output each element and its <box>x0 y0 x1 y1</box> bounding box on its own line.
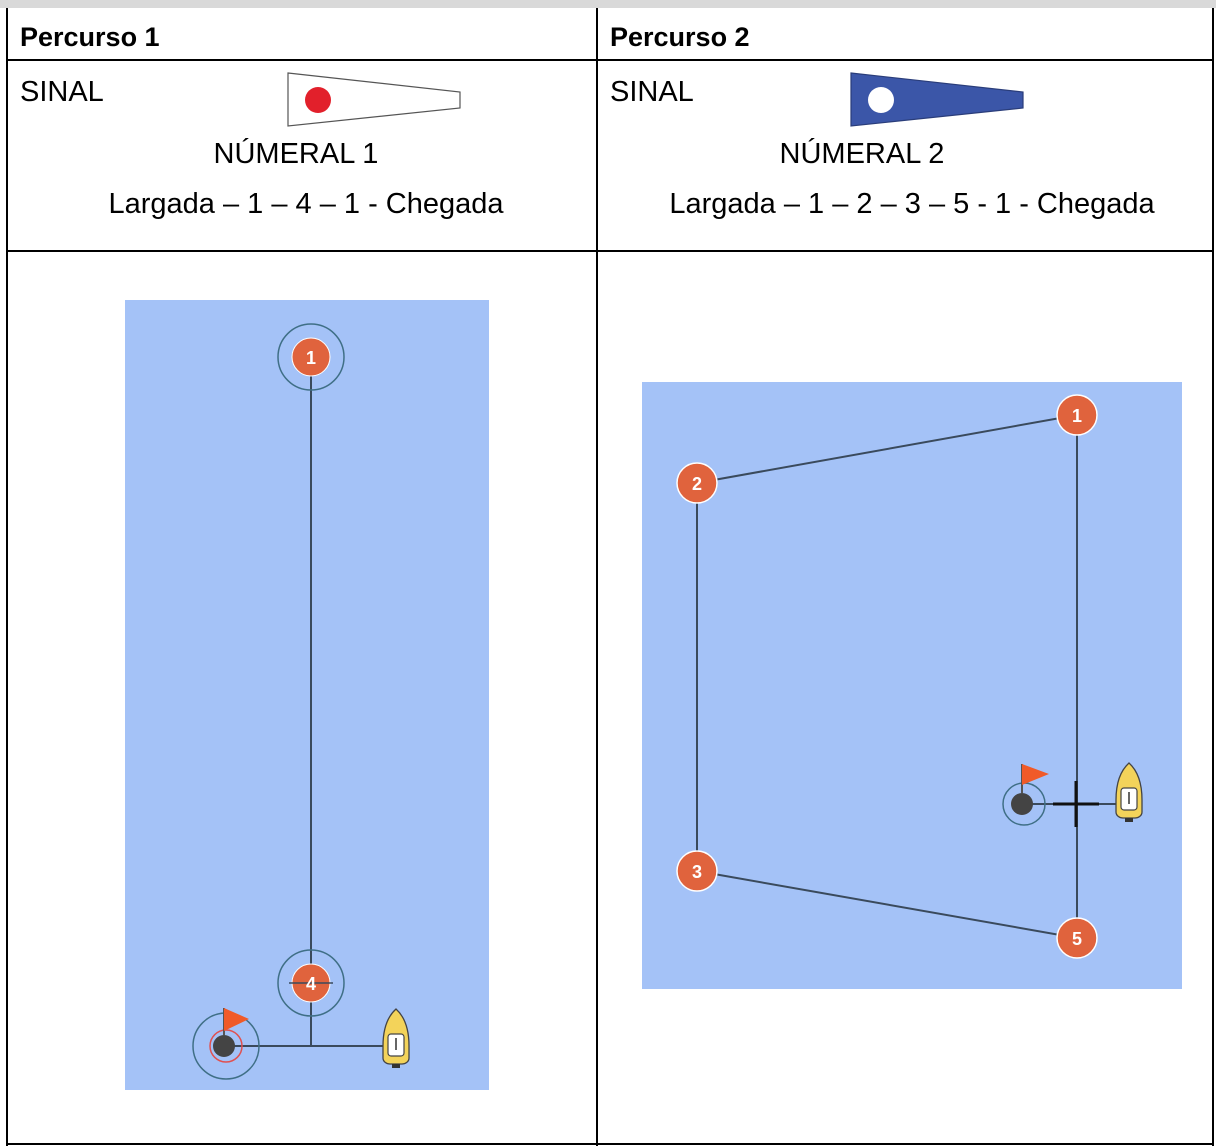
course-2-signal-label: SINAL <box>610 76 694 108</box>
water-area <box>125 300 489 1090</box>
course-2-numeral: NÚMERAL 2 <box>779 138 945 170</box>
table-rule-header <box>6 59 1214 61</box>
course-2-diagram: 1 2 3 5 <box>642 382 1182 989</box>
mark-2-label: 2 <box>692 474 702 494</box>
mark-1: 1 <box>1056 394 1098 436</box>
mark-5: 5 <box>1056 917 1098 959</box>
leg-3-5 <box>696 870 1078 939</box>
mark-4-label: 4 <box>306 974 316 994</box>
flag-icon <box>1022 764 1049 785</box>
mark-1-label: 1 <box>1072 406 1082 426</box>
crosshair-icon <box>1053 781 1099 827</box>
flag-icon <box>224 1008 249 1031</box>
table-border-left <box>6 8 8 1146</box>
course-1-diagram: 1 4 <box>125 300 489 1090</box>
pennant-shape <box>287 72 461 127</box>
course-2-route: Largada – 1 – 2 – 3 – 5 - 1 - Chegada <box>669 188 1155 220</box>
course-1-route: Largada – 1 – 4 – 1 - Chegada <box>108 188 504 220</box>
committee-boat-icon <box>382 1008 410 1068</box>
top-bar <box>0 0 1216 8</box>
pennant-shape <box>850 72 1024 127</box>
start-pin-with-flag <box>1002 764 1049 826</box>
course-1-header: Percurso 1 <box>20 22 160 52</box>
leg-1-2 <box>696 414 1078 484</box>
pennant-white-dot <box>868 87 894 113</box>
mark-3: 3 <box>676 850 718 892</box>
mark-1: 1 <box>277 323 345 391</box>
pennant-red-dot <box>305 87 331 113</box>
committee-boat-icon <box>1115 762 1143 822</box>
start-pin-with-flag <box>192 1008 260 1080</box>
table-border-right <box>1212 8 1214 1146</box>
course-1-signal-label: SINAL <box>20 76 104 108</box>
numeral-2-pennant-flag <box>850 72 1024 127</box>
water-area <box>642 382 1182 989</box>
mark-3-label: 3 <box>692 862 702 882</box>
table-border-bottom <box>6 1143 1214 1145</box>
course-2-header: Percurso 2 <box>610 22 750 52</box>
table-rule-signal <box>6 250 1214 252</box>
mark-2: 2 <box>676 462 718 504</box>
mark-1-label: 1 <box>306 348 316 368</box>
numeral-1-pennant-flag <box>287 72 461 127</box>
table-border-middle <box>596 8 598 1146</box>
course-1-numeral: NÚMERAL 1 <box>213 138 379 170</box>
mark-5-label: 5 <box>1072 929 1082 949</box>
mark-4: 4 <box>277 949 345 1017</box>
